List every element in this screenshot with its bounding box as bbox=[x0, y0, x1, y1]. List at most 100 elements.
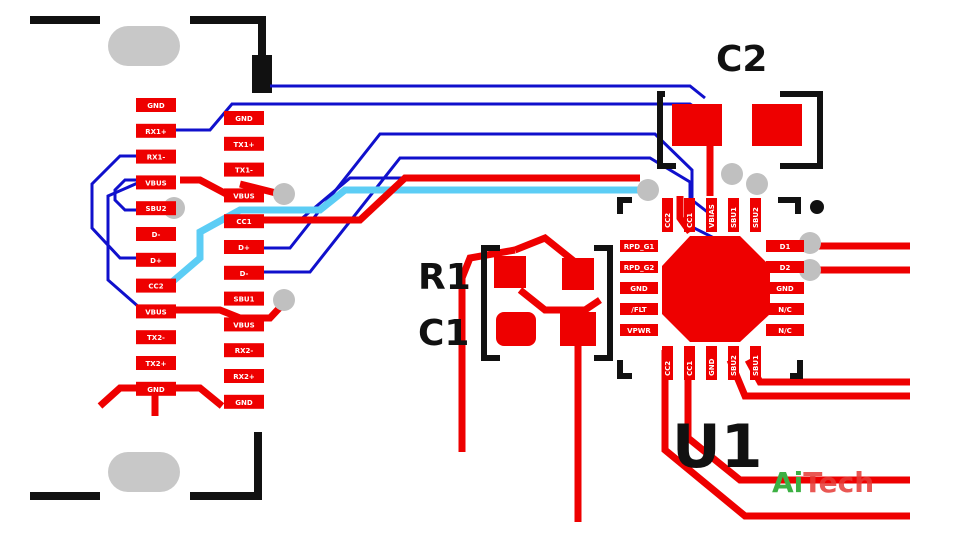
c2-pad-1 bbox=[672, 104, 722, 146]
right-row-pad bbox=[224, 343, 264, 358]
pin1-marker bbox=[810, 200, 824, 214]
ic-pin-label-top: CC1 bbox=[686, 213, 694, 228]
ic-pin-top bbox=[728, 198, 739, 232]
left-row-pad-label: D+ bbox=[150, 257, 162, 265]
left-row-pad-label: GND bbox=[147, 386, 165, 394]
mounting-hole-bottom bbox=[108, 452, 180, 492]
left-row-pad-label: VBUS bbox=[145, 179, 166, 187]
designator-c1: C1 bbox=[418, 313, 469, 354]
left-row-pad bbox=[136, 123, 176, 138]
ic-pin-label-bottom: GND bbox=[708, 358, 716, 376]
right-row-pad-label: SBU1 bbox=[234, 296, 255, 304]
ic-pin-bottom bbox=[728, 346, 739, 380]
ic-pin-top bbox=[706, 198, 717, 232]
left-row-pad-label: CC2 bbox=[148, 283, 163, 291]
top-layer-traces bbox=[97, 140, 910, 522]
ic-pins-top: CC2 CC1 VBIAS SBU1 SBU2 bbox=[662, 198, 761, 232]
left-row-pad bbox=[136, 356, 176, 370]
logo-part-ai: Ai bbox=[772, 466, 803, 499]
ic-pin-right bbox=[766, 261, 804, 273]
left-row-pad bbox=[136, 381, 176, 396]
ic-pin-label-top: CC2 bbox=[664, 213, 672, 228]
right-row-pad-label: D+ bbox=[238, 244, 250, 252]
ic-pin-label-right: D1 bbox=[780, 243, 791, 251]
ic-pin-label-bottom: SBU2 bbox=[730, 355, 738, 376]
right-row-pad bbox=[224, 394, 264, 409]
connector-outline bbox=[30, 16, 266, 500]
ic-pin-label-left: RPD_G1 bbox=[624, 243, 655, 251]
vias bbox=[163, 163, 821, 311]
right-row-pad-label: RX2- bbox=[235, 347, 254, 355]
ic-pin-bottom bbox=[662, 346, 673, 380]
left-row-pad-label: TX2+ bbox=[146, 360, 167, 368]
right-row-pad bbox=[224, 369, 264, 383]
right-row-pad-label: CC1 bbox=[236, 218, 251, 226]
aitech-logo: AiTech bbox=[772, 466, 874, 499]
resistor-r1-capacitor-c1 bbox=[481, 245, 613, 361]
left-row-pad bbox=[136, 98, 176, 112]
c1-pad-2 bbox=[560, 312, 596, 346]
right-row-pad-label: D- bbox=[240, 270, 249, 278]
r1-pad-1 bbox=[494, 256, 526, 288]
right-row-pad bbox=[224, 291, 264, 306]
right-row-pad bbox=[224, 111, 264, 125]
ic-pin-label-bottom: CC1 bbox=[686, 361, 694, 376]
ic-pin-right bbox=[766, 303, 804, 315]
ic-pin-label-left: VPWR bbox=[627, 327, 651, 335]
ic-pin-label-right: N/C bbox=[778, 306, 792, 314]
ic-thermal-pad bbox=[662, 236, 770, 342]
left-row-pad-label: RX1+ bbox=[145, 128, 167, 136]
left-row-pad bbox=[136, 330, 176, 345]
left-row-pad bbox=[136, 149, 176, 164]
c2-pad-2 bbox=[752, 104, 802, 146]
connector-right-pad-column: GNDTX1+TX1-VBUSCC1D+D-SBU1VBUSRX2-RX2+GN… bbox=[224, 111, 264, 409]
designator-c2: C2 bbox=[716, 39, 767, 80]
left-row-pad-label: VBUS bbox=[145, 308, 166, 316]
ic-pin-left bbox=[620, 240, 658, 252]
ic-pin-label-bottom: SBU1 bbox=[752, 355, 760, 376]
right-row-pad bbox=[224, 136, 264, 151]
right-row-pad-label: TX1- bbox=[235, 167, 253, 175]
ic-pin-top bbox=[662, 198, 673, 232]
ic-pin-label-top: VBIAS bbox=[708, 204, 716, 228]
right-row-pad-label: GND bbox=[235, 399, 253, 407]
ic-pin-label-right: D2 bbox=[780, 264, 791, 272]
left-row-pad bbox=[136, 201, 176, 216]
right-row-pad bbox=[224, 188, 264, 203]
ic-pin-bottom bbox=[750, 346, 761, 380]
right-row-pad bbox=[224, 317, 264, 332]
left-row-pad-label: RX1- bbox=[147, 154, 166, 162]
right-row-pad-label: GND bbox=[235, 115, 253, 123]
left-row-pad-label: GND bbox=[147, 102, 165, 110]
right-row-pad-label: VBUS bbox=[233, 321, 254, 329]
left-row-pad bbox=[136, 227, 176, 241]
left-row-pad-label: D- bbox=[152, 231, 161, 239]
left-row-pad bbox=[136, 304, 176, 319]
r1-pad-2 bbox=[562, 258, 594, 290]
ic-pin-label-top: SBU1 bbox=[730, 207, 738, 228]
right-row-pad bbox=[224, 240, 264, 254]
right-row-pad bbox=[224, 162, 264, 177]
ic-pin-right bbox=[766, 282, 804, 294]
mounting-hole-top bbox=[108, 26, 180, 66]
left-row-pad-label: TX2- bbox=[147, 334, 165, 342]
right-row-pad-label: VBUS bbox=[233, 192, 254, 200]
ic-pin-label-left: GND bbox=[630, 285, 648, 293]
logo-part-tech: Tech bbox=[803, 466, 874, 499]
ic-pin-top bbox=[750, 198, 761, 232]
right-row-pad-label: RX2+ bbox=[233, 373, 255, 381]
right-row-pad-label: TX1+ bbox=[234, 141, 255, 149]
designator-u1: U1 bbox=[672, 412, 762, 482]
cc-trace bbox=[162, 186, 645, 291]
left-row-pad bbox=[136, 252, 176, 267]
ic-pin-label-top: SBU2 bbox=[752, 207, 760, 228]
ic-pin-right bbox=[766, 324, 804, 336]
ic-pin-left bbox=[620, 324, 658, 336]
ic-pin-left bbox=[620, 261, 658, 273]
